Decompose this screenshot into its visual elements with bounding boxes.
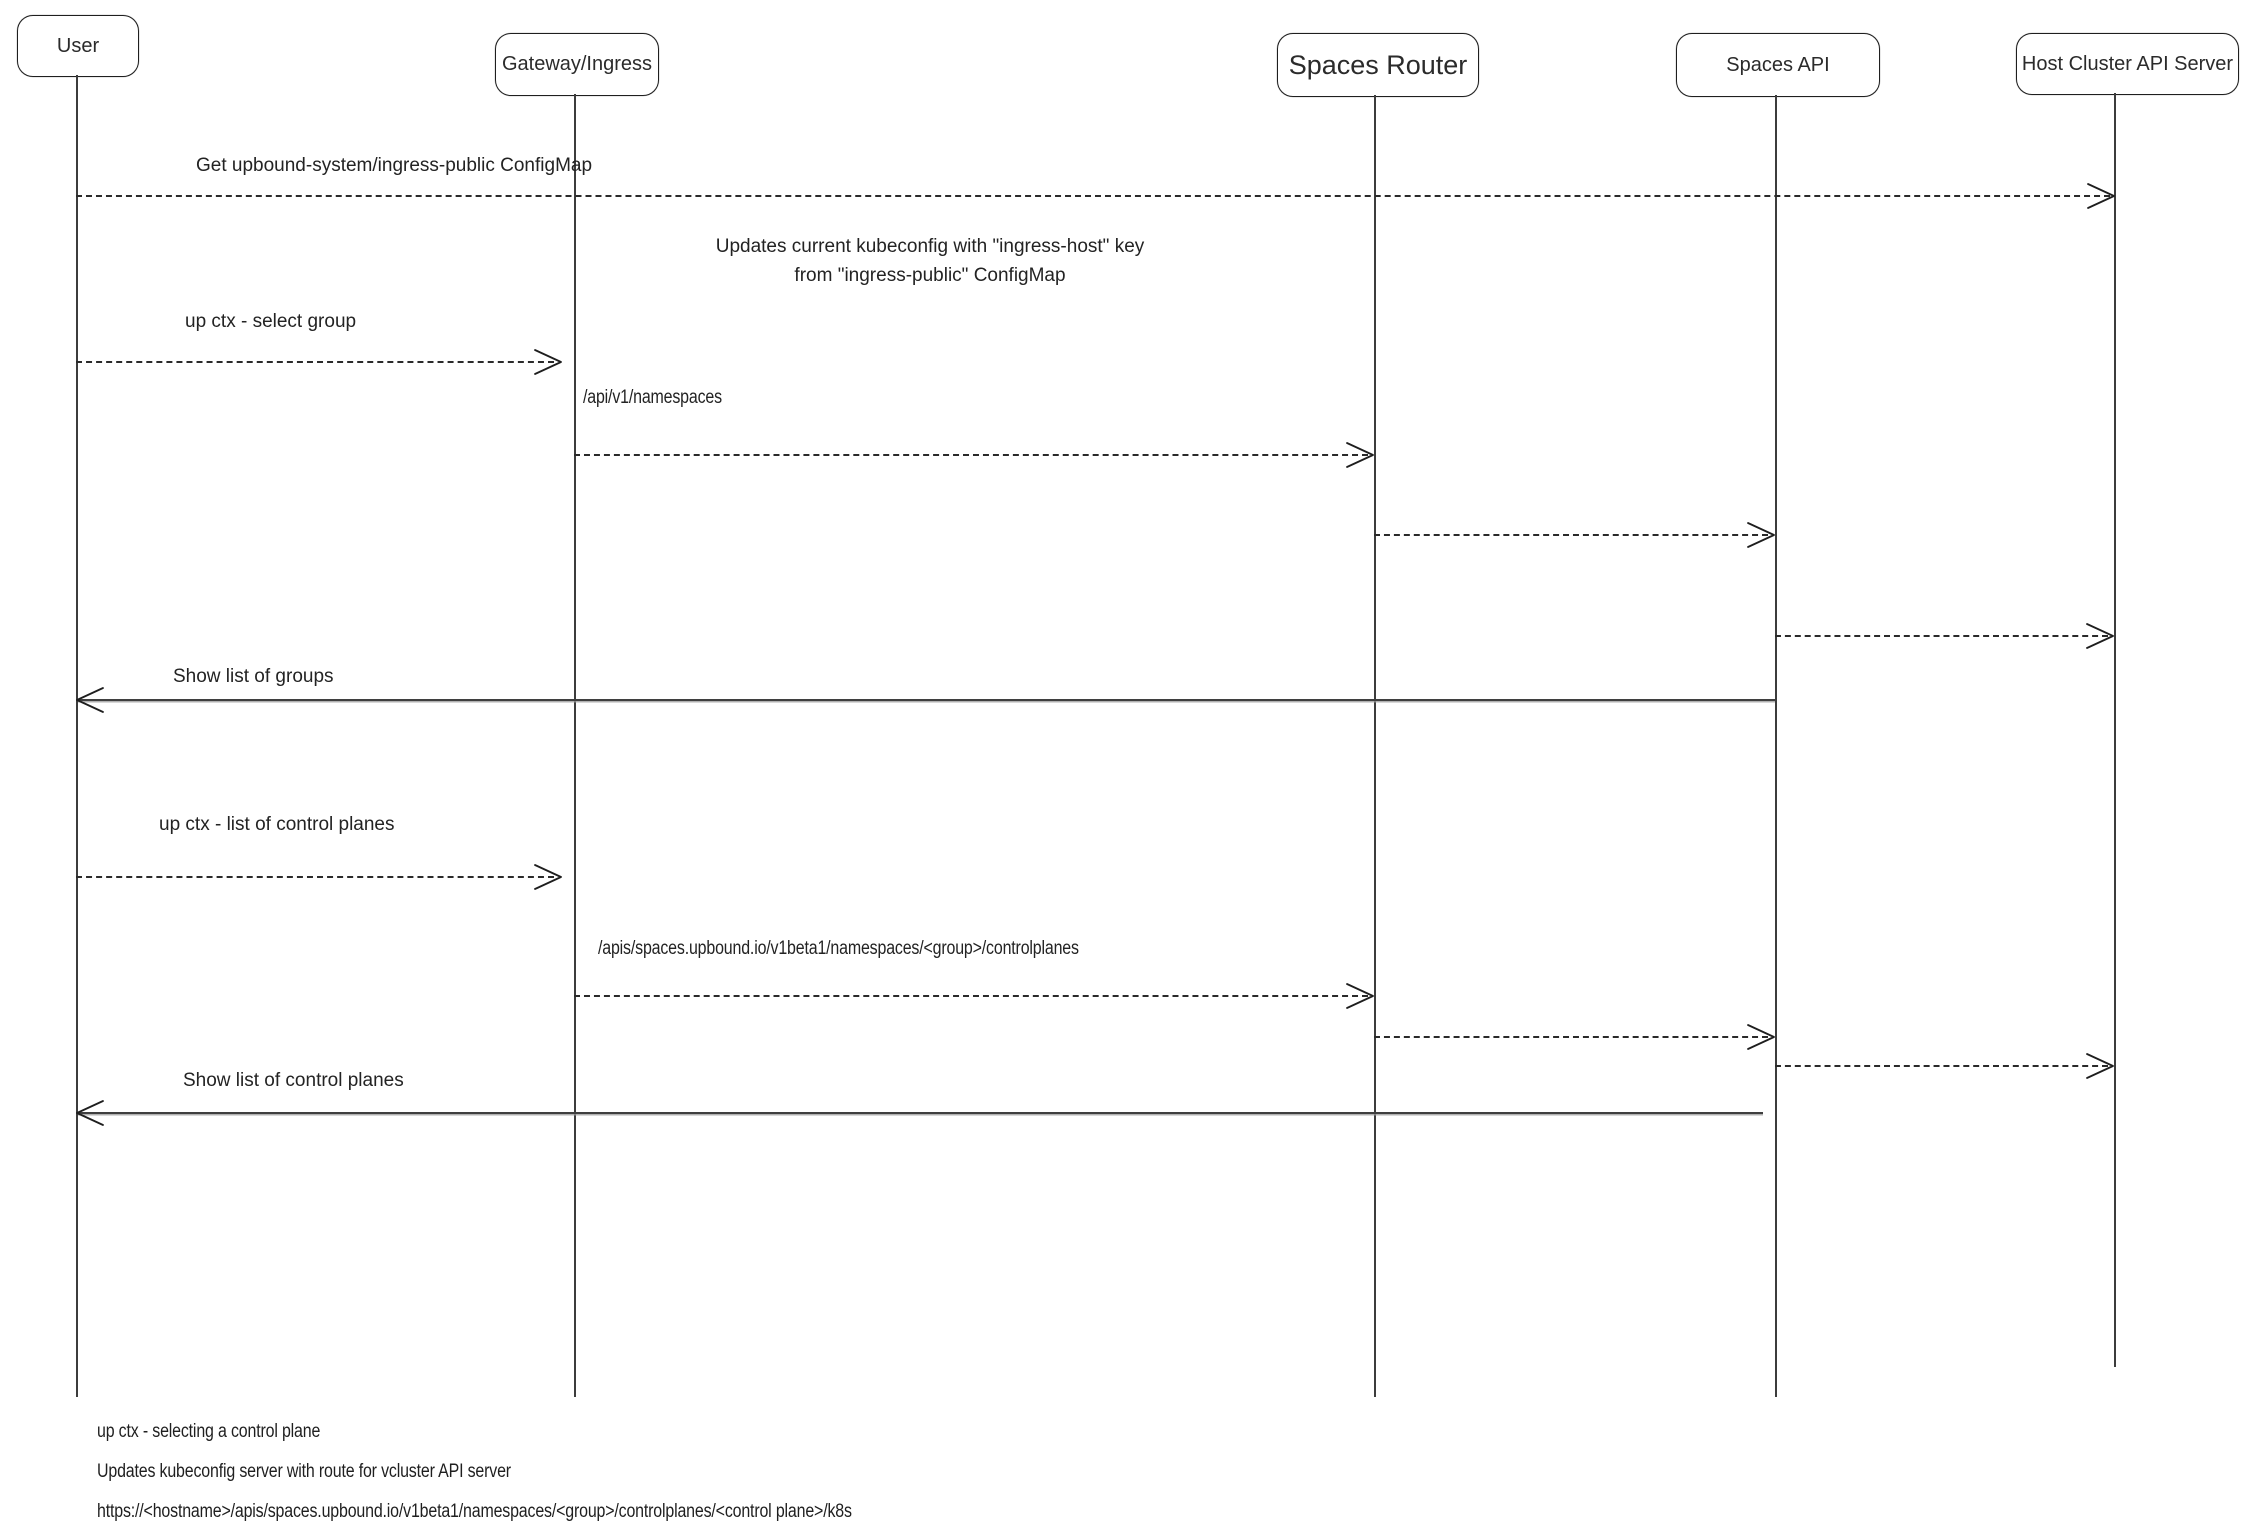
lifeline-spaces-api <box>1775 95 1777 1397</box>
message-label-apis-controlplanes: /apis/spaces.upbound.io/v1beta1/namespac… <box>598 938 1079 959</box>
actor-host-cluster-api-server: Host Cluster API Server <box>2016 33 2239 95</box>
message-line-select-group <box>76 361 554 363</box>
arrowhead-left-icon <box>76 687 104 713</box>
note-line: from "ingress-public" ConfigMap <box>794 265 1066 286</box>
arrowhead-right-icon <box>2086 1053 2114 1079</box>
actor-label: Host Cluster API Server <box>2021 52 2234 75</box>
message-label-select-group: up ctx - select group <box>185 311 357 332</box>
lifeline-spaces-router <box>1374 95 1376 1397</box>
actor-spaces-api: Spaces API <box>1676 33 1880 97</box>
message-line-show-groups <box>78 699 1775 701</box>
message-label-show-control-planes: Show list of control planes <box>183 1070 404 1091</box>
message-line-show-control-planes <box>78 1112 1763 1114</box>
message-line-list-control-planes <box>76 876 554 878</box>
note-updates-kubeconfig: Updates current kubeconfig with "ingress… <box>620 232 1240 290</box>
footnote-url: https://<hostname>/apis/spaces.upbound.i… <box>97 1501 852 1522</box>
footnote-updates-kubeconfig: Updates kubeconfig server with route for… <box>97 1461 511 1482</box>
lifeline-gateway-ingress <box>574 94 576 1397</box>
message-line-get-configmap <box>76 195 2110 197</box>
message-line-router-to-api-2 <box>1374 1036 1768 1038</box>
actor-gateway-ingress: Gateway/Ingress <box>495 33 659 96</box>
message-label-show-groups: Show list of groups <box>173 666 334 687</box>
message-line-api-to-host <box>1775 635 2108 637</box>
message-label-api-namespaces: /api/v1/namespaces <box>583 387 722 408</box>
lifeline-host-cluster-api-server <box>2114 93 2116 1367</box>
arrowhead-right-icon <box>2086 623 2114 649</box>
actor-label: User <box>56 34 100 57</box>
message-line-api-namespaces <box>574 454 1368 456</box>
actor-label: Spaces API <box>1726 53 1830 76</box>
lifeline-user <box>76 75 78 1397</box>
message-line-router-to-api <box>1374 534 1768 536</box>
arrowhead-right-icon <box>534 349 562 375</box>
arrowhead-right-icon <box>1346 442 1374 468</box>
message-label-list-control-planes: up ctx - list of control planes <box>159 814 395 835</box>
arrowhead-right-icon <box>1747 1024 1775 1050</box>
footnote-selecting-control-plane: up ctx - selecting a control plane <box>97 1421 321 1442</box>
actor-label: Spaces Router <box>1288 49 1468 80</box>
message-line-api-to-host-2 <box>1775 1065 2108 1067</box>
actor-label: Gateway/Ingress <box>501 53 653 75</box>
arrowhead-right-icon <box>1747 522 1775 548</box>
actor-user: User <box>17 15 139 77</box>
arrowhead-left-icon <box>76 1100 104 1126</box>
message-line-apis-controlplanes <box>574 995 1368 997</box>
note-line: Updates current kubeconfig with "ingress… <box>715 236 1145 257</box>
actor-spaces-router: Spaces Router <box>1277 33 1479 97</box>
arrowhead-right-icon <box>534 864 562 890</box>
arrowhead-right-icon <box>2087 183 2115 209</box>
message-label-get-configmap: Get upbound-system/ingress-public Config… <box>196 155 593 176</box>
arrowhead-right-icon <box>1346 983 1374 1009</box>
